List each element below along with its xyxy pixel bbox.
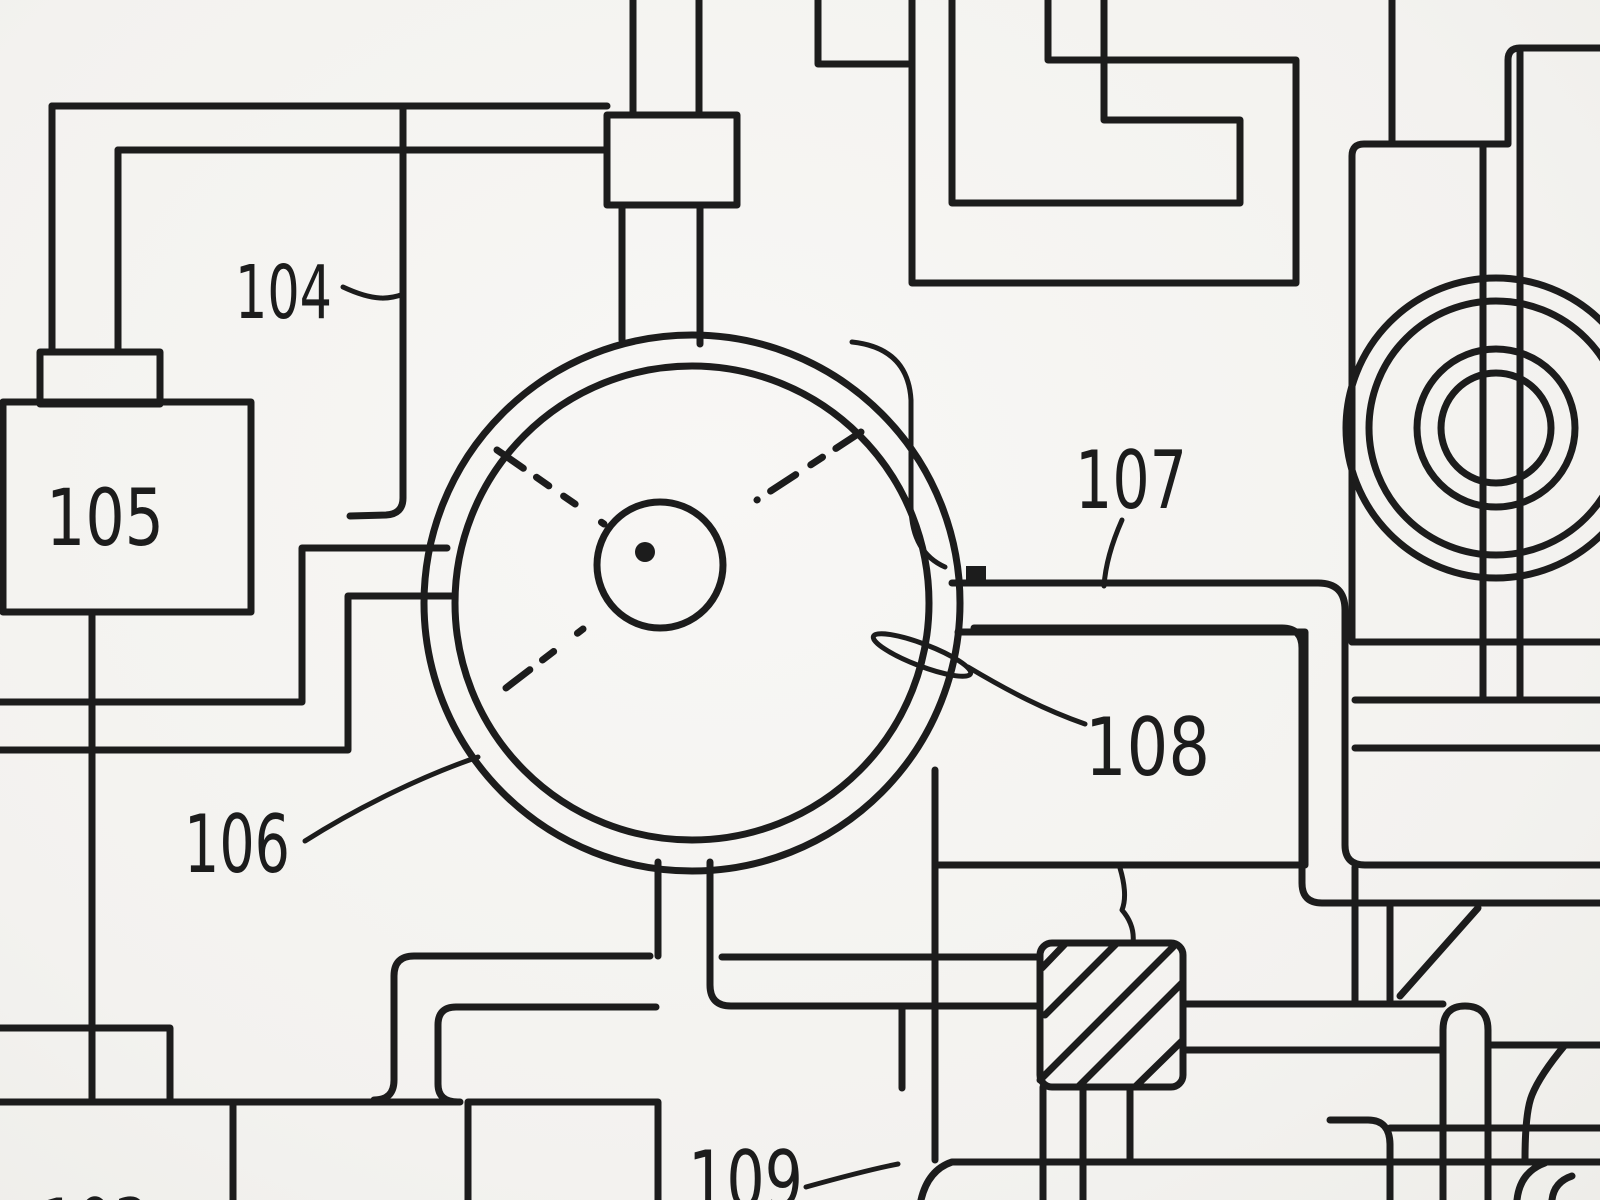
- pipe107-outer: [948, 579, 1600, 869]
- gauge-outer-ring: [420, 331, 964, 875]
- gauge-down-pipe-right: [706, 858, 1044, 1010]
- gauge-inner-ring: [451, 362, 933, 844]
- pipe107-tab: [966, 566, 986, 583]
- ref-label-109: 109: [688, 1134, 803, 1200]
- ref-label-105: 105: [46, 474, 164, 564]
- hatch-lines: [1036, 939, 1187, 1091]
- br-right-wavy: [1521, 1041, 1569, 1164]
- u-duct-inner: [948, 0, 1244, 207]
- wavy-connector-108-block: [1117, 865, 1136, 946]
- hatched-block: [1036, 939, 1187, 1091]
- bottom-center-box: [464, 1098, 662, 1200]
- br-capsule: [1439, 1002, 1492, 1136]
- br-funnel-diagonal: [1396, 904, 1482, 1000]
- ref-label-103: 103: [40, 1182, 150, 1200]
- leader-108: [965, 664, 1088, 727]
- leader-106: [302, 754, 481, 844]
- leader-109: [803, 1161, 901, 1190]
- ref-label-104: 104: [235, 250, 332, 336]
- elbow-step-stub: [814, 0, 912, 68]
- ref-label-107: 107: [1075, 434, 1187, 527]
- lower-run-inner: [434, 1003, 660, 1106]
- fitting-ring-b: [1437, 369, 1555, 487]
- valve-block: [603, 111, 741, 209]
- step-pipe-lower: [0, 592, 456, 754]
- leader-104: [340, 284, 407, 301]
- br-long-bottom-line: [917, 1158, 1600, 1200]
- gauge-tick-lower-left: [502, 625, 587, 692]
- curve-circle-to-pipe107: [849, 339, 948, 570]
- box-108-outline: [931, 628, 1309, 869]
- component-box-105: [0, 398, 255, 616]
- u-duct-outer: [908, 0, 1300, 287]
- collar-fitting: [36, 348, 164, 408]
- step-pipe-upper: [0, 544, 451, 706]
- line-104-target: [346, 104, 407, 520]
- gauge-tick-upper-right: [753, 428, 865, 504]
- br-elbow-left: [1326, 1116, 1394, 1200]
- bottomleft-line-upper: [0, 1024, 174, 1104]
- lower-run-top-left: [370, 952, 654, 1104]
- ref-label-108: 108: [1085, 701, 1210, 794]
- fitting-mid-ring: [1365, 297, 1600, 559]
- ref-label-106: 106: [184, 798, 290, 891]
- pointer-ellipse: [870, 631, 974, 679]
- fitting-ring-a: [1413, 345, 1579, 511]
- gauge-center-dot: [635, 542, 655, 562]
- fitting-outer-arc: [1342, 274, 1600, 582]
- right-enclosure: [1348, 44, 1600, 646]
- leader-107: [1101, 517, 1125, 589]
- gauge-hub: [593, 498, 727, 632]
- br-neck-b: [1548, 1172, 1576, 1200]
- br-neck-a: [1513, 1159, 1549, 1200]
- gauge-tick-upper-left: [493, 446, 608, 528]
